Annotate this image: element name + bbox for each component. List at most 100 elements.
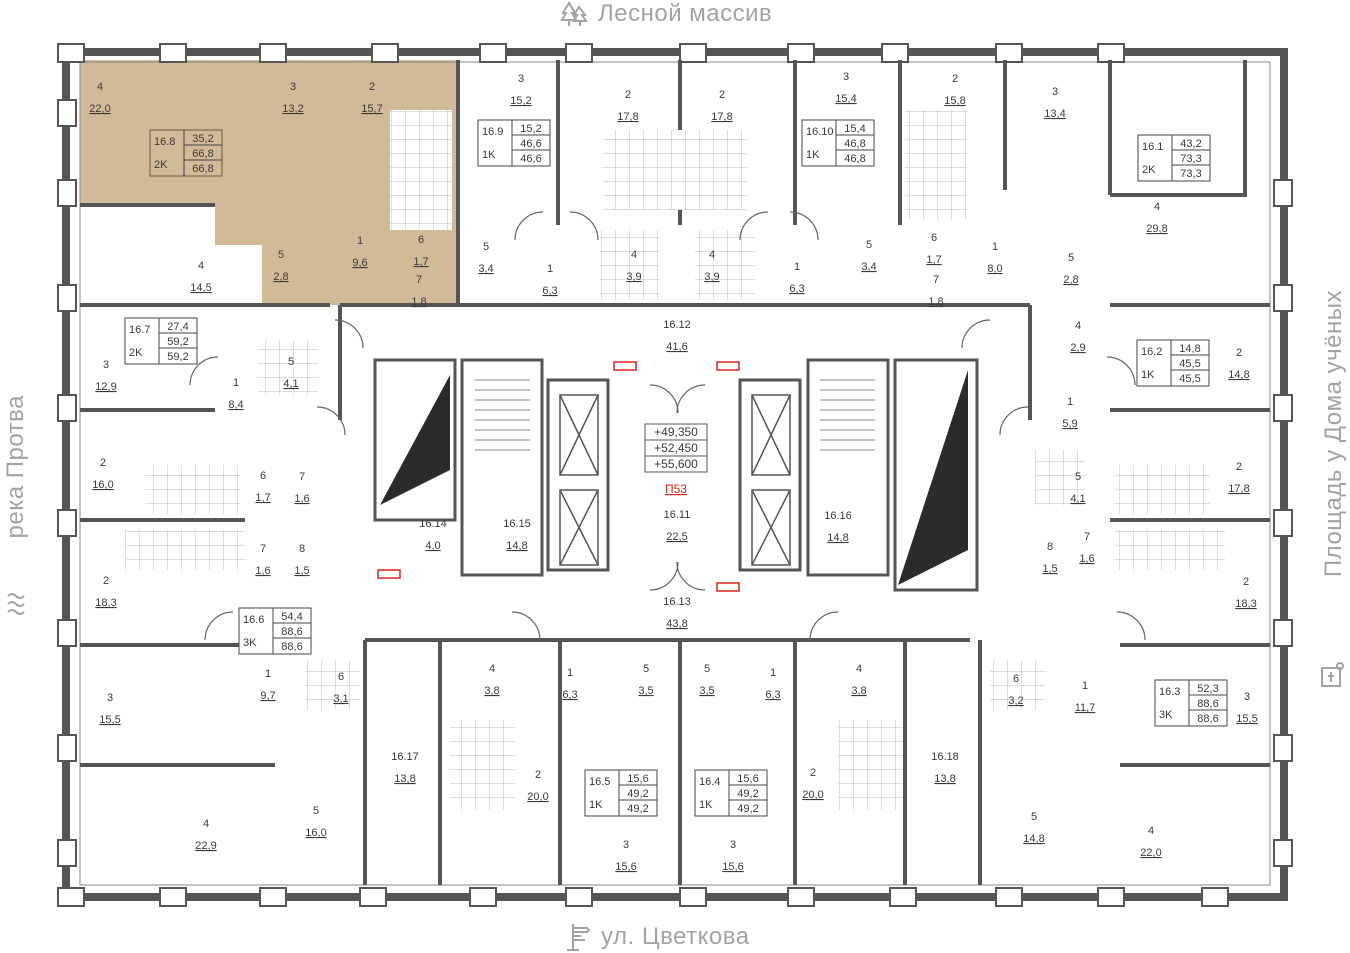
room-area: 17,8 [1228,483,1249,495]
common-area-value: 4,0 [425,540,440,552]
pbz-label: П53 [665,482,687,496]
room-area: 17,8 [711,111,732,123]
room-number: 4 [489,663,495,675]
room-area: 22,0 [1140,847,1161,859]
room-area: 5,9 [1062,418,1077,430]
common-area-id: 16.15 [503,518,531,530]
room-number: 4 [1154,201,1160,213]
apartment-id: 16.3 [1159,686,1180,698]
room-number: 1 [992,241,998,253]
common-area-id: 16.17 [391,751,419,763]
room-number: 4 [856,663,862,675]
apartment-total-area: 45,5 [1179,358,1200,370]
apartment-16-8-highlight[interactable] [80,60,458,305]
room-area: 22,9 [195,840,216,852]
room-area: 3,4 [478,263,493,275]
room-number: 3 [1052,86,1058,98]
room-number: 5 [313,805,319,817]
room-area: 14,8 [1228,369,1249,381]
apartment-living-area: 43,2 [1180,138,1201,150]
room-area: 15,5 [99,714,120,726]
common-area-id: 16.13 [663,596,691,608]
room-number: 4 [1075,320,1081,332]
room-area: 4,1 [1070,493,1085,505]
room-area: 2,9 [1070,342,1085,354]
orientation-top-label: Лесной массив [598,0,773,27]
common-area-value: 22,5 [666,531,687,543]
fire-box [377,569,401,579]
room-number: 5 [1075,471,1081,483]
common-area-value: 41,6 [666,341,687,353]
room-number: 1 [233,377,239,389]
apartment-living-area: 35,2 [192,133,213,145]
room-area: 13,4 [1044,108,1065,120]
room-area: 1,7 [413,256,428,268]
common-area-value: 14,8 [506,540,527,552]
apartment-total-area-2: 46,6 [520,153,541,165]
room-number: 2 [103,575,109,587]
apartment-id: 16.6 [243,614,264,626]
room-number: 3 [730,839,736,851]
room-number: 7 [1084,531,1090,543]
elevation-mark: +49,350 [654,425,698,439]
apartment-living-area: 15,6 [737,773,758,785]
apartment-total-area-2: 59,2 [167,351,188,363]
room-number: 2 [100,457,106,469]
room-area: 6,3 [542,285,557,297]
apartment-type: 2K [154,159,168,171]
apartment-type: 1K [699,799,713,811]
apartment-type: 2K [1142,164,1156,176]
room-number: 3 [518,73,524,85]
room-number: 7 [260,543,266,555]
apartment-type: 1K [1141,369,1155,381]
apartment-id: 16.4 [699,776,720,788]
apartment-total-area-2: 49,2 [737,803,758,815]
room-number: 6 [338,671,344,683]
room-area: 2,8 [1063,274,1078,286]
room-number: 4 [631,249,637,261]
square-icon [1321,662,1344,687]
apartment-total-area: 88,6 [1197,698,1218,710]
room-number: 8 [299,543,305,555]
apartment-total-area: 73,3 [1180,153,1201,165]
apartment-total-area: 49,2 [627,788,648,800]
apartment-type: 1K [589,799,603,811]
room-area: 16,0 [305,827,326,839]
room-area: 13,2 [282,103,303,115]
room-area: 15,2 [510,95,531,107]
room-number: 2 [625,89,631,101]
room-number: 3 [623,839,629,851]
room-area: 1,8 [928,296,943,308]
apartment-living-area: 15,2 [520,123,541,135]
room-number: 5 [866,239,872,251]
room-area: 3,4 [861,261,876,273]
room-number: 1 [265,668,271,680]
common-area-value: 14,8 [827,532,848,544]
apartment-id: 16.9 [482,126,503,138]
common-area-id: 16.18 [931,751,959,763]
room-number: 1 [1082,680,1088,692]
apartment-id: 16.1 [1142,141,1163,153]
room-number: 1 [1067,396,1073,408]
room-area: 9,7 [260,690,275,702]
room-number: 5 [278,249,284,261]
room-number: 3 [107,692,113,704]
apartment-total-area: 49,2 [737,788,758,800]
apartment-table-16-5 [584,769,658,817]
room-area: 1,7 [255,492,270,504]
room-number: 1 [547,263,553,275]
river-icon [7,593,25,615]
room-area: 1,6 [255,565,270,577]
room-number: 1 [357,235,363,247]
room-area: 3,5 [699,685,714,697]
room-area: 15,6 [722,861,743,873]
room-area: 3,9 [704,271,719,283]
room-area: 15,7 [361,103,382,115]
apartment-total-area-2: 73,3 [1180,168,1201,180]
room-area: 14,8 [1023,833,1044,845]
apartment-type: 2K [129,347,143,359]
room-area: 3,8 [851,685,866,697]
room-area: 15,8 [944,95,965,107]
orientation-top: Лесной массив [560,0,772,28]
room-number: 3 [103,359,109,371]
